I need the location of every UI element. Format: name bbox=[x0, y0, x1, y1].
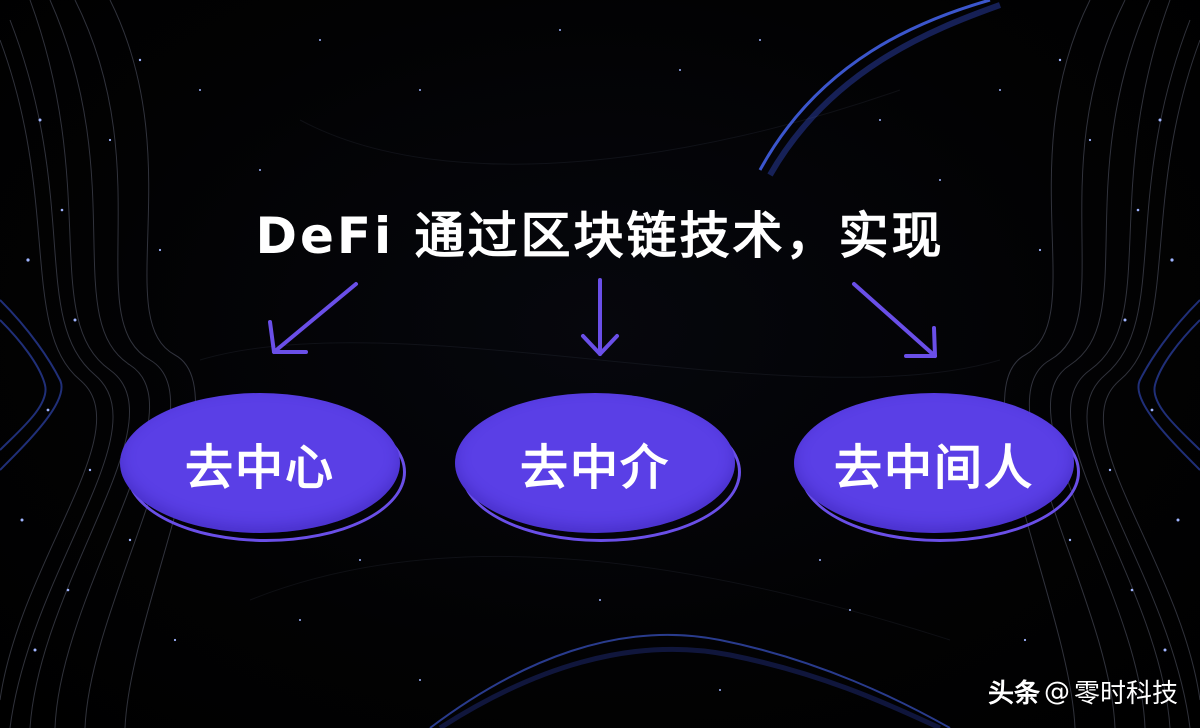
watermark: 头条 @ 零时科技 bbox=[988, 673, 1178, 710]
node-ellipse bbox=[794, 393, 1074, 533]
right-wave-glow bbox=[1137, 299, 1200, 471]
node-disintermediated: 去中介 bbox=[455, 393, 741, 542]
arrow-left-icon bbox=[268, 282, 358, 354]
node-no-middleman: 去中间人 bbox=[794, 393, 1080, 542]
node-label: 去中心 bbox=[184, 440, 335, 496]
watermark-account: 零时科技 bbox=[1073, 679, 1178, 709]
star-dots bbox=[20, 29, 1180, 691]
right-wave-lines bbox=[1004, 0, 1200, 728]
center-texture bbox=[199, 89, 1001, 641]
node-ellipse bbox=[455, 393, 735, 533]
watermark-platform: 头条 bbox=[987, 679, 1040, 709]
watermark-at: @ bbox=[1043, 676, 1070, 707]
node-label: 去中间人 bbox=[833, 440, 1034, 496]
headline: DeFi 通过区块链技术，实现 bbox=[255, 207, 945, 265]
node-ellipse bbox=[120, 393, 400, 533]
top-right-glow-arc bbox=[758, 0, 991, 171]
arrow-down-icon bbox=[581, 278, 619, 356]
node-decentralized: 去中心 bbox=[120, 393, 406, 542]
arrow-right-icon bbox=[852, 282, 937, 358]
node-label: 去中介 bbox=[519, 440, 670, 496]
left-wave-lines bbox=[0, 0, 196, 728]
bottom-glow-arc bbox=[429, 633, 951, 728]
left-wave-glow bbox=[0, 299, 63, 471]
